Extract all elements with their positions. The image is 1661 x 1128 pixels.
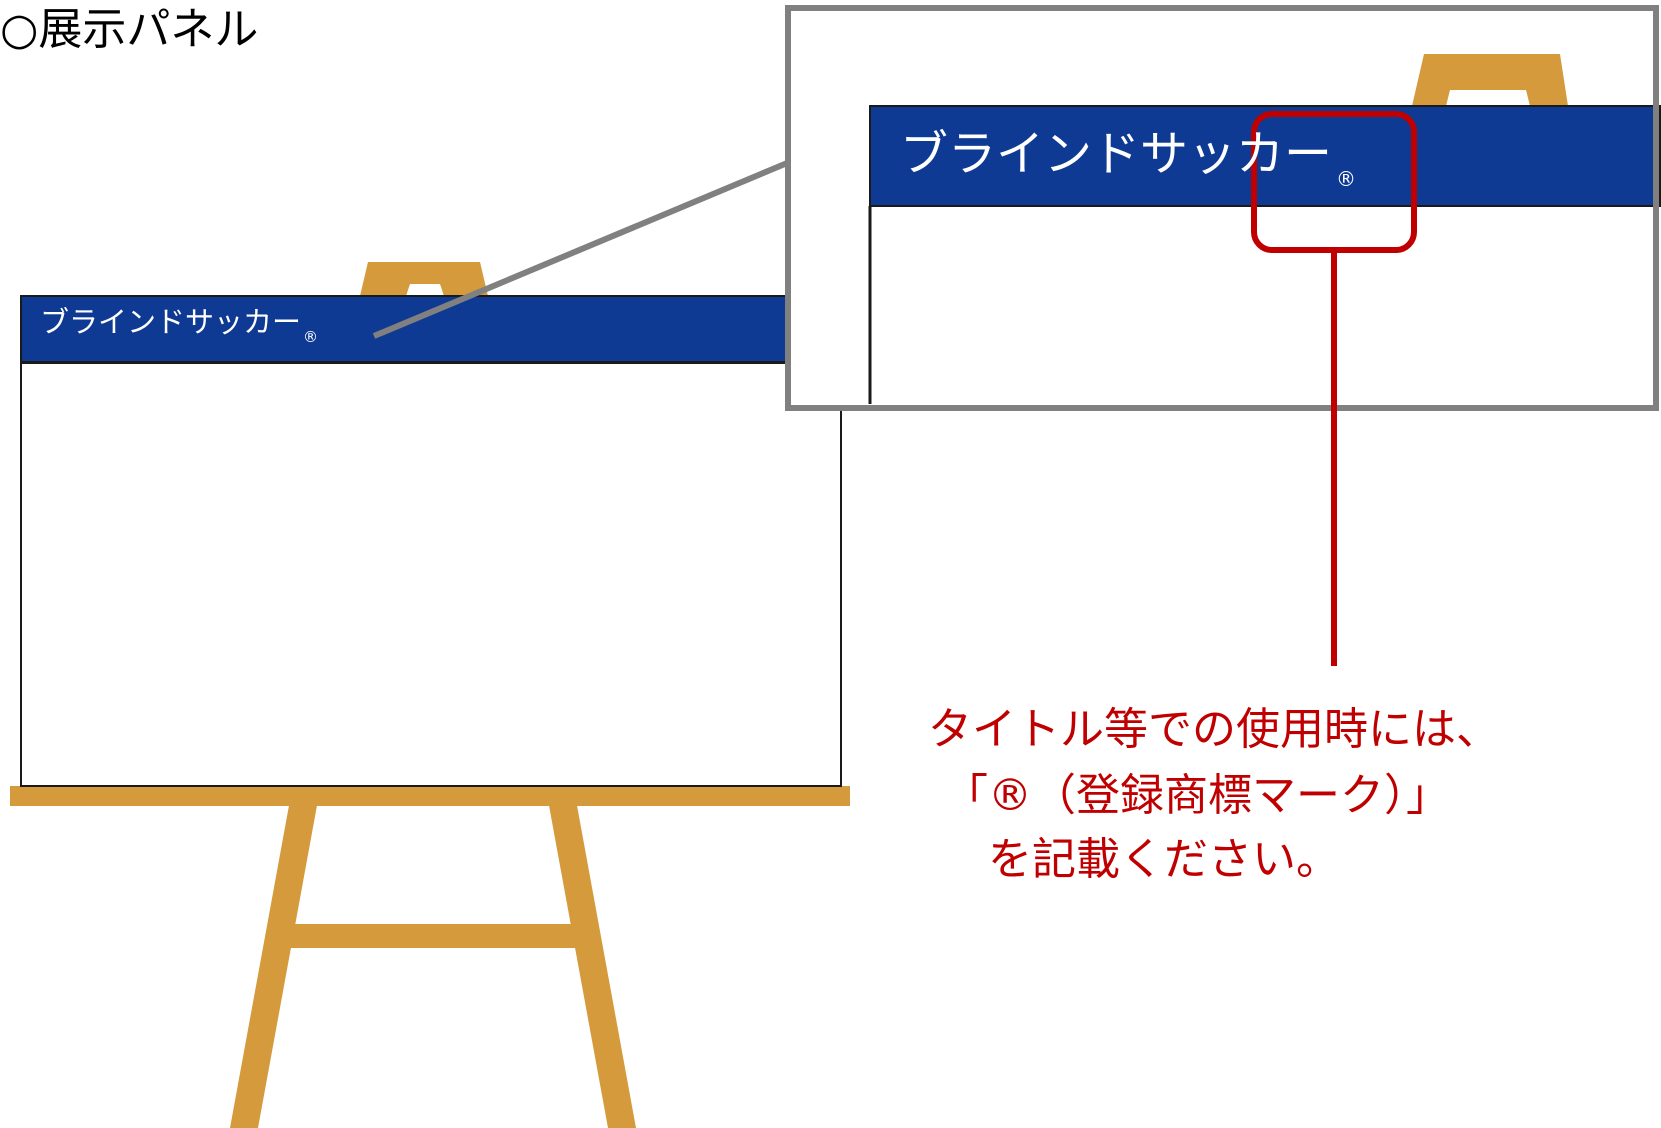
note-line-1: タイトル等での使用時には、 <box>928 704 1500 755</box>
panel-board <box>20 295 842 787</box>
easel <box>10 262 850 1128</box>
note-line-3: を記載ください。 <box>988 834 1340 885</box>
page-heading: ○展示パネル <box>0 4 259 55</box>
zoom-inset <box>785 5 1661 411</box>
zoom-registered-mark: ® <box>1336 167 1357 191</box>
note-line-2: 「®（登録商標マーク）」 <box>944 770 1450 821</box>
zoom-panel-title: ブラインドサッカー® <box>900 130 1356 189</box>
panel-title: ブラインドサッカー® <box>40 308 318 345</box>
zoom-easel-handle <box>1412 54 1568 106</box>
easel-left-leg <box>230 800 318 1128</box>
easel-handle <box>360 262 488 296</box>
easel-right-leg <box>548 800 636 1128</box>
registered-mark: ® <box>303 328 319 346</box>
zoom-inset-frame <box>785 5 1659 411</box>
zoom-title-bar <box>869 105 1661 207</box>
zoom-connector-line <box>372 158 794 339</box>
panel-title-text: ブラインドサッカー <box>40 305 302 339</box>
callout <box>1251 111 1417 666</box>
panel-title-bar <box>20 295 842 363</box>
easel-shelf <box>10 786 850 806</box>
zoom-panel-title-text: ブラインドサッカー <box>900 126 1333 182</box>
panel-body <box>20 362 842 787</box>
easel-crossbar <box>272 924 586 948</box>
